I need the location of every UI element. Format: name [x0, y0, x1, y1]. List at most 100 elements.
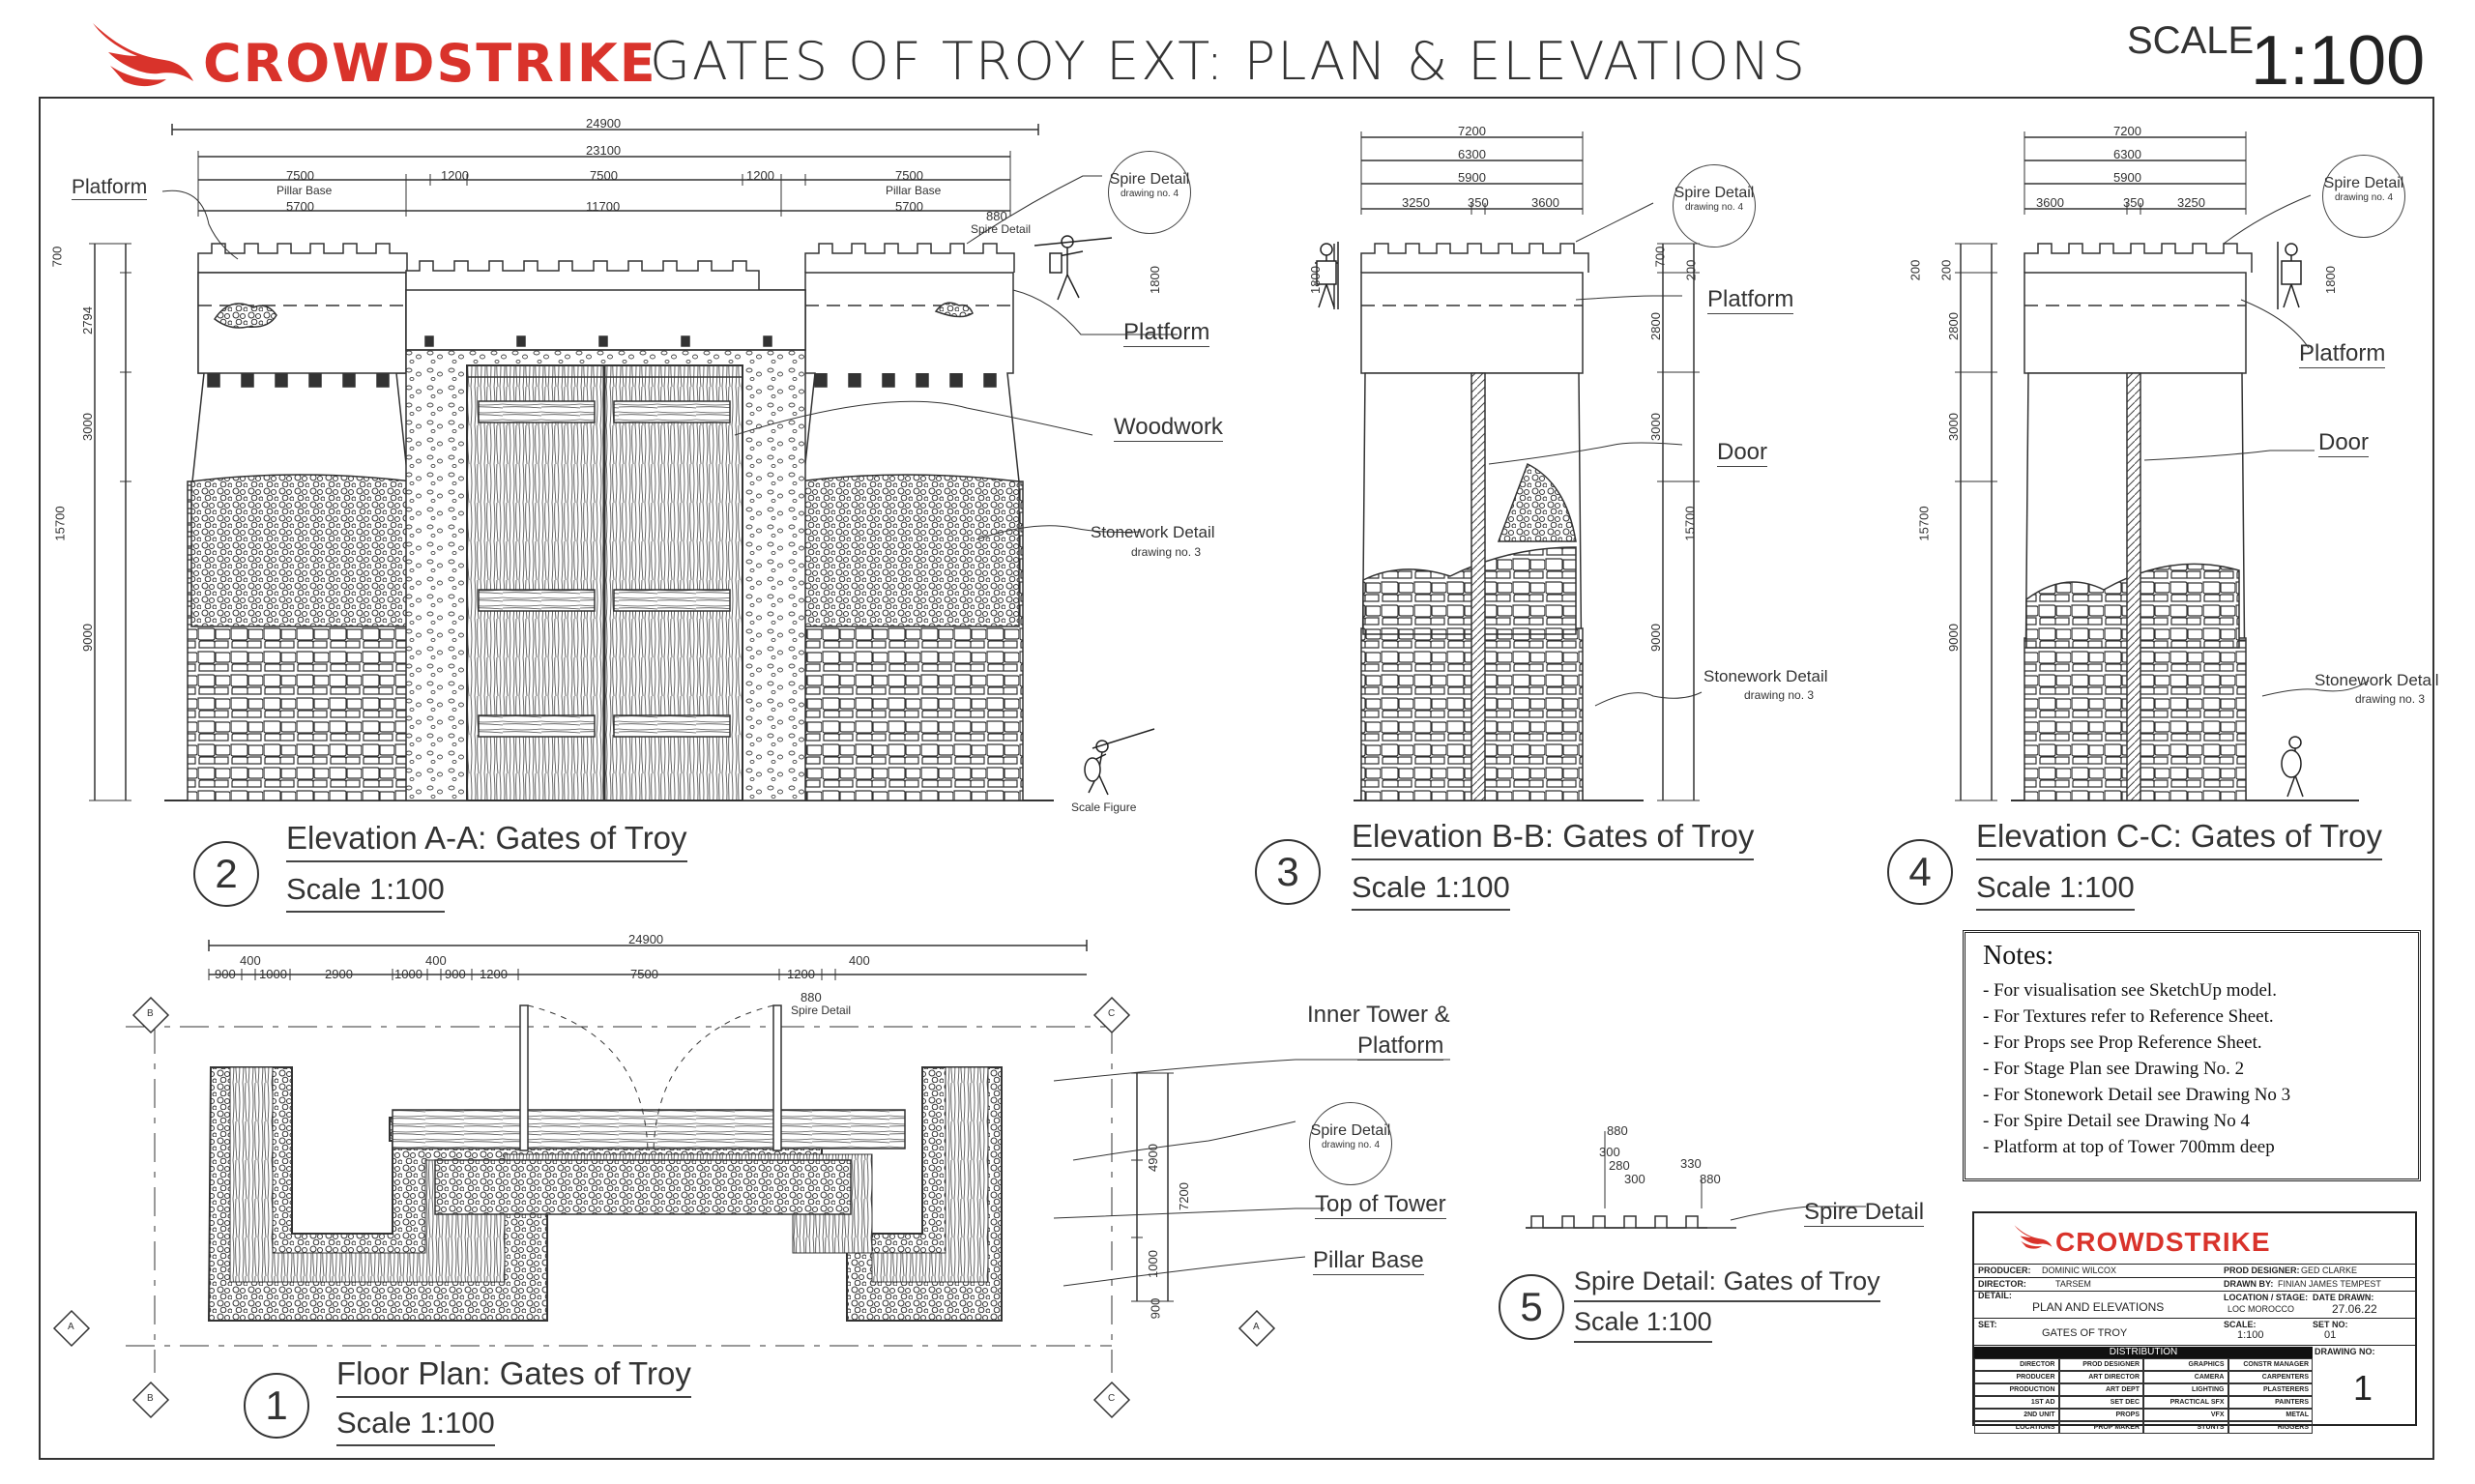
- dim: 9000: [79, 624, 95, 652]
- label-platform: Platform: [1123, 319, 1210, 347]
- note-item: - For Spire Detail see Drawing No 4: [1983, 1111, 2250, 1131]
- dim: 900: [1148, 1297, 1163, 1320]
- tb-producer-key: PRODUCER:: [1978, 1266, 2031, 1275]
- distribution-cell: LOCATIONS: [1974, 1421, 2059, 1434]
- dim: 3000: [1945, 413, 1961, 441]
- view-number: 3: [1255, 839, 1321, 905]
- dim: 4900: [1145, 1144, 1160, 1172]
- dim: 6300: [1458, 147, 1486, 161]
- title-block-brand: CROWDSTRIKE: [2055, 1227, 2271, 1257]
- dim: 7200: [2113, 124, 2141, 138]
- dim: 700: [1652, 246, 1668, 268]
- dim: 3000: [79, 413, 95, 441]
- label-door: Door: [2318, 429, 2370, 457]
- tb-drawn-by: FINIAN JAMES TEMPEST: [2278, 1279, 2381, 1289]
- dim: 1000: [1145, 1250, 1160, 1278]
- view-title: Spire Detail: Gates of Troy: [1574, 1266, 1880, 1302]
- dim: 1200: [480, 967, 508, 981]
- distribution-cell: PLASTERERS: [2228, 1383, 2313, 1396]
- distribution-cell: SET DEC: [2058, 1396, 2143, 1409]
- dim: 1800: [1307, 266, 1323, 294]
- header-brand: CROWDSTRIKE: [203, 33, 657, 94]
- note-item: - For Stage Plan see Drawing No. 2: [1983, 1059, 2245, 1079]
- dim: 200: [1683, 259, 1699, 281]
- dim: 1200: [746, 168, 774, 183]
- tb-location: LOC MOROCCO: [2228, 1304, 2295, 1314]
- dim: 7500: [630, 967, 658, 981]
- tb-detail-key: DETAIL:: [1978, 1291, 2012, 1300]
- spire-detail-drawing: [1526, 1131, 1866, 1229]
- tb-drawn-by-key: DRAWN BY:: [2224, 1279, 2274, 1289]
- distribution-cell: PAINTERS: [2228, 1396, 2313, 1409]
- view-number: 4: [1887, 839, 1953, 905]
- dim: 15700: [1916, 506, 1932, 541]
- dim: 7500: [590, 168, 618, 183]
- dim: 7200: [1176, 1182, 1191, 1210]
- grid-label-a: A: [1253, 1322, 1260, 1332]
- distribution-cell: GRAPHICS: [2143, 1358, 2228, 1371]
- label-platform: Platform: [72, 176, 148, 200]
- grid-label-b: B: [147, 1393, 154, 1404]
- grid-label-a: A: [68, 1322, 74, 1332]
- dim: 5700: [286, 199, 314, 214]
- view-number: 1: [244, 1373, 309, 1439]
- dim: 11700: [586, 199, 621, 214]
- dim: 3600: [1531, 195, 1559, 210]
- distribution-cell: 2ND UNIT: [1974, 1409, 2059, 1421]
- note-item: - For Textures refer to Reference Sheet.: [1983, 1006, 2274, 1027]
- dim: 6300: [2113, 147, 2141, 161]
- distribution-cell: VFX: [2143, 1409, 2228, 1421]
- tb-set: GATES OF TROY: [2042, 1327, 2128, 1339]
- dim: 300: [1599, 1145, 1620, 1159]
- tb-producer: DOMINIC WILCOX: [2042, 1266, 2117, 1275]
- distribution-cell: LIGHTING: [2143, 1383, 2228, 1396]
- dim: 1200: [441, 168, 469, 183]
- view-scale: Scale 1:100: [1574, 1307, 1712, 1343]
- dim: 15700: [52, 506, 68, 541]
- distribution-cell: 1ST AD: [1974, 1396, 2059, 1409]
- dim: 3250: [2177, 195, 2205, 210]
- dim: 880: [1607, 1123, 1628, 1138]
- scale-figure-icon: [2277, 242, 2304, 798]
- view-title: Elevation C-C: Gates of Troy: [1976, 818, 2382, 860]
- label-door: Door: [1717, 439, 1768, 467]
- grid-label-c: C: [1108, 1393, 1116, 1404]
- tb-location-key: LOCATION / STAGE:: [2224, 1293, 2309, 1302]
- dim: 5700: [895, 199, 923, 214]
- tb-director: TARSEM: [2055, 1279, 2091, 1289]
- dim: 2900: [325, 967, 353, 981]
- title-block: CROWDSTRIKE PRODUCER: DOMINIC WILCOX PRO…: [1972, 1211, 2417, 1434]
- elevation-b-b: [1333, 131, 1703, 801]
- dim: 400: [849, 953, 870, 968]
- dim: 1200: [787, 967, 815, 981]
- elevation-a-a: [89, 124, 1178, 801]
- dim: 700: [49, 246, 65, 268]
- label-platform: Platform: [1707, 286, 1794, 314]
- grid-markers: [52, 996, 1276, 1419]
- label-pillar-base: Pillar Base: [886, 184, 942, 197]
- tb-set-key: SET:: [1978, 1320, 1997, 1329]
- label-pillar-base: Pillar Base: [277, 184, 333, 197]
- dim: 350: [2123, 195, 2144, 210]
- scale-value: 1:100: [2251, 22, 2426, 100]
- tb-drawno: 1: [2353, 1368, 2373, 1408]
- tb-prod-designer-key: PROD DESIGNER:: [2224, 1266, 2300, 1275]
- label-spire-detail: Spire Detail: [971, 222, 1032, 236]
- distribution-heading: DISTRIBUTION: [1974, 1347, 2313, 1358]
- note-item: - Platform at top of Tower 700mm deep: [1983, 1137, 2275, 1157]
- dim: 5900: [2113, 170, 2141, 185]
- distribution-cell: PROPS: [2058, 1409, 2143, 1421]
- floor-plan: [126, 940, 1450, 1373]
- note-item: - For Stonework Detail see Drawing No 3: [1983, 1085, 2291, 1105]
- scale-figure-icon: [1315, 242, 1339, 309]
- label-stonework: Stonework Detail: [2315, 671, 2439, 689]
- notes-panel: Notes: - For visualisation see SketchUp …: [1963, 930, 2421, 1181]
- view-number: 5: [1499, 1274, 1564, 1340]
- tb-prod-designer: GED CLARKE: [2301, 1266, 2358, 1275]
- label-inner-tower: Inner Tower &: [1307, 1002, 1450, 1028]
